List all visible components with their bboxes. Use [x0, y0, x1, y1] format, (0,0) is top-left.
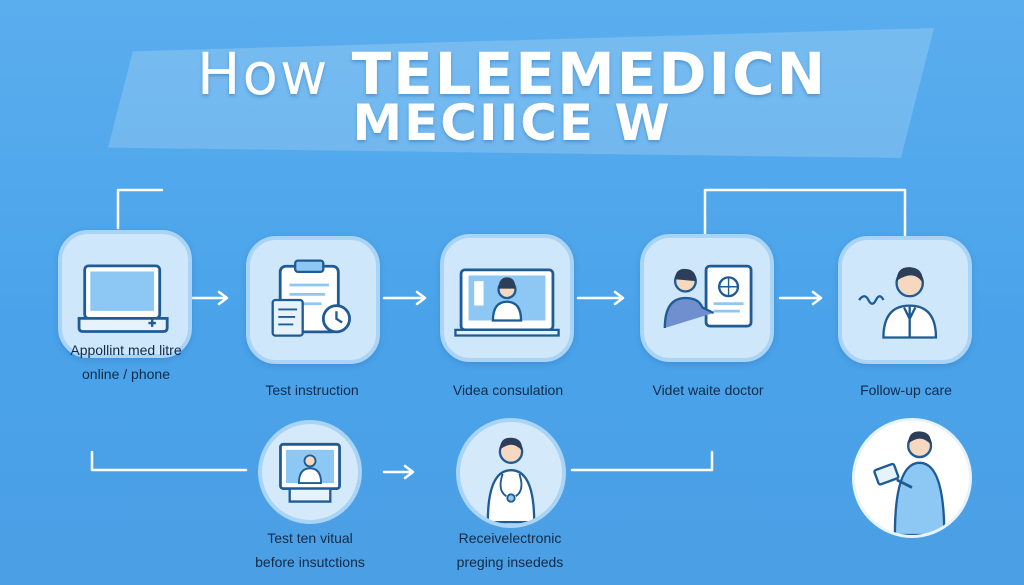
- step-video-consultation-card: [440, 234, 574, 362]
- video-call-icon: [454, 268, 560, 337]
- page-title-line-1: How TELEEMEDICN: [0, 40, 1024, 108]
- patient-document-icon: [663, 264, 753, 329]
- step-appointment-card: [58, 230, 192, 358]
- bottom-step-electronic-receipt-circle: [456, 418, 566, 528]
- doctor-stethoscope-icon: [486, 437, 536, 524]
- step-appointment-label-line-2: online / phone: [82, 366, 170, 382]
- bottom-step-virtual-test-circle: [258, 420, 362, 524]
- step-test-instruction-card: [246, 236, 380, 364]
- title-banner: [108, 28, 934, 158]
- bottom-step-virtual-test-label-line-1: Test ten vitual: [267, 530, 353, 546]
- step-visit-doctor-card: [640, 234, 774, 362]
- bottom-step-virtual-test-label-line-2: before insutctions: [255, 554, 365, 570]
- bottom-step-electronic-receipt-label: Receivelectronic preging insededs: [420, 526, 600, 574]
- doctor-tablet-icon: [873, 431, 946, 535]
- doctor-icon: [858, 267, 938, 339]
- step-appointment-label-line-1: Appollint med litre: [70, 342, 182, 358]
- title-prefix: How: [196, 40, 330, 108]
- clipboard-icon: [271, 259, 351, 337]
- bottom-step-virtual-test-label: Test ten vitual before insutctions: [220, 526, 400, 574]
- bottom-step-electronic-receipt-label-line-2: preging insededs: [456, 554, 564, 570]
- monitor-doctor-icon: [279, 442, 341, 503]
- step-visit-doctor-label: Videt waite doctor: [652, 382, 764, 398]
- page-title-line-2: MECIICE W: [352, 94, 672, 152]
- laptop-icon: [77, 264, 169, 333]
- step-appointment-label: Appollint med litre online / phone: [36, 338, 216, 386]
- step-video-consultation-label: Videa consulation: [452, 382, 564, 398]
- step-test-instruction-label: Test instruction: [265, 382, 359, 398]
- bottom-step-follow-up-circle: [852, 418, 972, 538]
- step-follow-up-care-card: [838, 236, 972, 364]
- title-main: TELEEMEDICN: [351, 40, 828, 108]
- bottom-step-electronic-receipt-label-line-1: Receivelectronic: [458, 530, 562, 546]
- step-follow-up-care-label: Follow-up care: [860, 382, 952, 398]
